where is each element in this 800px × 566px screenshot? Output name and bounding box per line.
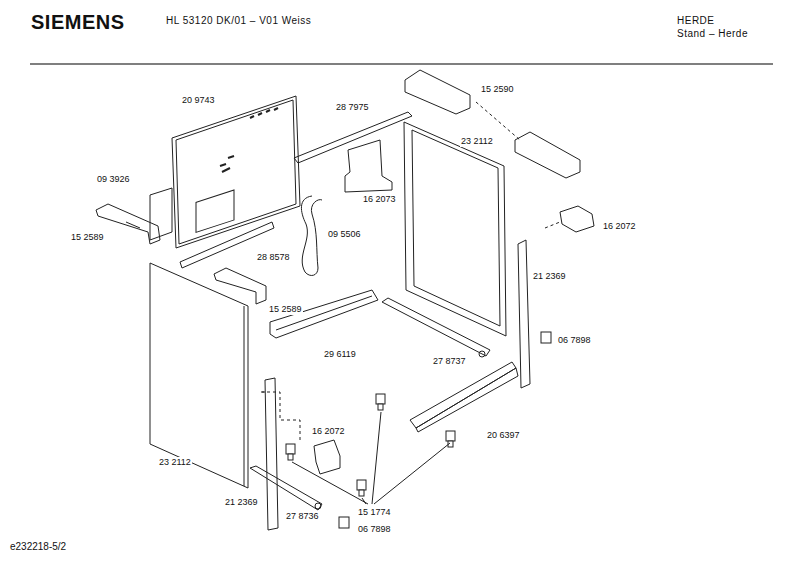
brand-logo: SIEMENS: [30, 10, 126, 34]
part-number: 09 5506: [327, 229, 362, 240]
category-subheading: Stand – Herde: [676, 28, 749, 40]
part-number: 15 2590: [480, 84, 515, 95]
part-number: 16 2072: [311, 426, 346, 437]
model-number: HL 53120 DK/01 – V01 Weiss: [165, 15, 312, 27]
part-number: 29 6119: [323, 349, 357, 360]
part-number: 16 2072: [602, 221, 637, 232]
part-number: 15 1774: [357, 507, 392, 518]
part-number: 20 9743: [181, 95, 216, 106]
part-number: 09 3926: [96, 174, 131, 185]
drawing-reference: e232218-5/2: [9, 541, 67, 553]
category-heading: HERDE: [676, 15, 716, 27]
part-number: 06 7898: [557, 335, 592, 346]
part-number: 21 2369: [224, 497, 259, 508]
part-number: 15 2589: [70, 232, 105, 243]
part-number: 15 2589: [268, 304, 303, 315]
part-number: 16 2073: [362, 194, 397, 205]
part-number: 27 8737: [432, 356, 467, 367]
part-number: 23 2112: [158, 457, 192, 468]
part-number: 20 6397: [486, 430, 521, 441]
part-number: 21 2369: [532, 271, 567, 282]
part-number: 28 8578: [256, 252, 291, 263]
part-number: 28 7975: [335, 102, 370, 113]
part-number: 23 2112: [460, 136, 494, 147]
part-number: 27 8736: [285, 511, 320, 522]
part-number: 06 7898: [357, 524, 392, 535]
